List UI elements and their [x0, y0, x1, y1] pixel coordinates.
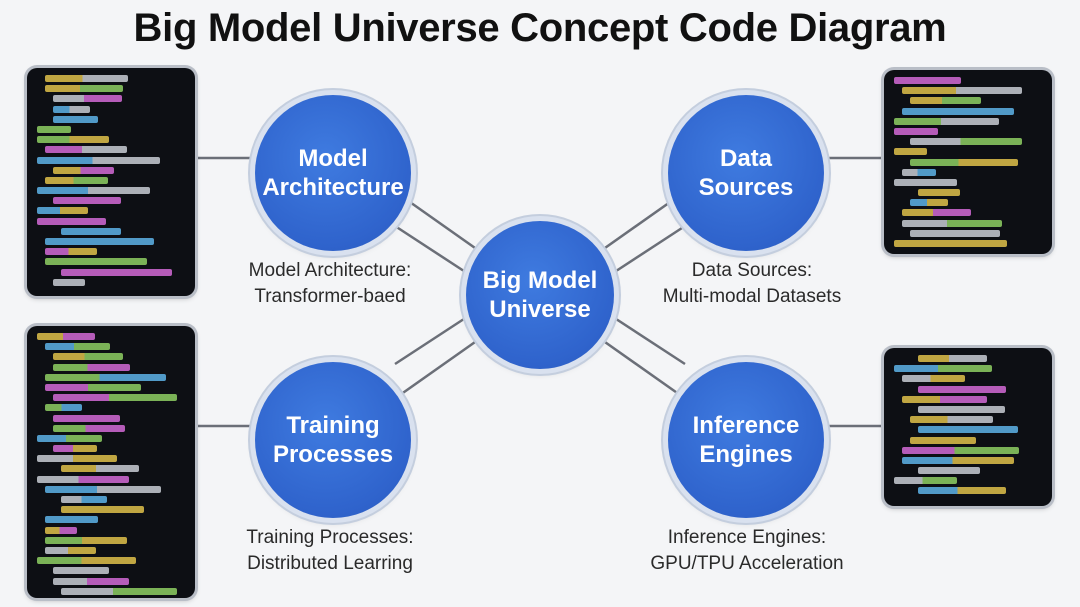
code-line — [45, 146, 127, 154]
code-line — [61, 268, 172, 276]
code-line — [902, 107, 1014, 115]
code-line — [45, 536, 127, 544]
code-line — [918, 385, 1006, 393]
diagram-title: Big Model Universe Concept Code Diagram — [133, 6, 947, 50]
code-line — [910, 229, 1000, 237]
code-line — [894, 178, 957, 186]
code-line — [45, 248, 97, 256]
code-line — [902, 375, 965, 383]
code-line — [37, 217, 106, 225]
code-line — [37, 156, 160, 164]
code-line — [918, 487, 1006, 495]
caption-training-processes: Training Processes: Distributed Learring — [246, 527, 414, 574]
code-line — [45, 75, 128, 82]
code-panel-training-processes — [27, 326, 195, 598]
code-line — [902, 446, 1019, 454]
code-line — [53, 278, 85, 286]
connector-center-bl-2 — [394, 313, 471, 366]
code-line — [902, 219, 1002, 227]
code-line — [37, 187, 150, 195]
code-line — [918, 426, 1018, 434]
code-line — [45, 343, 110, 351]
code-line — [894, 477, 957, 485]
code-line — [53, 577, 129, 585]
connector-center-tr-2 — [609, 224, 686, 277]
code-panel-data-sources — [884, 70, 1052, 254]
code-line — [37, 434, 102, 442]
code-line — [902, 87, 1022, 95]
code-line — [910, 436, 976, 444]
code-line — [37, 207, 88, 215]
code-line — [45, 373, 166, 381]
code-line — [53, 445, 97, 453]
code-line — [37, 455, 117, 463]
node-big-model-universe: Big Model Universe — [466, 221, 614, 369]
code-line — [45, 404, 82, 412]
connector-center-br-2 — [609, 313, 686, 366]
code-line — [918, 405, 1005, 413]
code-line — [45, 383, 141, 391]
code-line — [902, 456, 1014, 464]
code-panel-model-architecture — [27, 68, 195, 296]
code-line — [894, 148, 927, 156]
connector-center-bl — [389, 333, 486, 404]
code-line — [918, 355, 987, 362]
code-line — [37, 557, 136, 565]
node-model-architecture: Model Architecture — [255, 95, 411, 251]
code-line — [45, 526, 77, 534]
code-line — [45, 238, 154, 245]
code-line — [53, 166, 114, 174]
code-line — [53, 197, 121, 205]
code-line — [45, 485, 161, 493]
node-training-processes: Training Processes — [255, 362, 411, 518]
code-line — [902, 168, 936, 176]
code-line — [37, 333, 95, 340]
code-line — [902, 395, 987, 403]
connector-center-tl-2 — [394, 224, 471, 277]
code-line — [53, 115, 98, 123]
caption-data-sources: Data Sources: Multi-modal Datasets — [662, 260, 842, 307]
code-line — [902, 209, 971, 217]
code-line — [894, 127, 938, 135]
node-inference-engines: Inference Engines — [668, 362, 824, 518]
code-panel-inference-engines — [884, 348, 1052, 506]
code-line — [45, 176, 108, 184]
code-line — [53, 363, 130, 371]
code-line — [53, 424, 125, 432]
code-line — [894, 365, 992, 373]
code-line — [61, 506, 144, 514]
code-line — [53, 353, 123, 361]
code-line — [910, 416, 993, 424]
code-line — [61, 587, 177, 595]
code-line — [61, 465, 139, 473]
code-line — [910, 138, 1022, 146]
caption-model-architecture: Model Architecture: Transformer-baed — [248, 260, 412, 307]
code-line — [910, 158, 1018, 166]
code-line — [53, 414, 120, 422]
code-line — [37, 136, 109, 144]
code-line — [894, 117, 999, 125]
caption-inference-engines: Inference Engines: GPU/TPU Acceleration — [650, 527, 844, 574]
code-line — [53, 95, 122, 103]
connector-center-br — [594, 333, 691, 404]
code-line — [37, 475, 129, 483]
node-data-sources: Data Sources — [668, 95, 824, 251]
code-line — [61, 227, 121, 235]
code-line — [53, 567, 109, 575]
code-line — [910, 97, 981, 105]
code-line — [45, 85, 123, 93]
code-line — [45, 258, 147, 266]
code-line — [910, 199, 948, 207]
code-line — [37, 125, 71, 133]
code-line — [45, 546, 96, 554]
code-line — [53, 105, 90, 113]
code-line — [61, 496, 107, 503]
code-line — [918, 189, 960, 197]
code-line — [53, 394, 177, 402]
code-line — [894, 77, 961, 84]
code-line — [918, 467, 980, 475]
code-line — [894, 240, 1007, 247]
code-line — [45, 516, 98, 524]
